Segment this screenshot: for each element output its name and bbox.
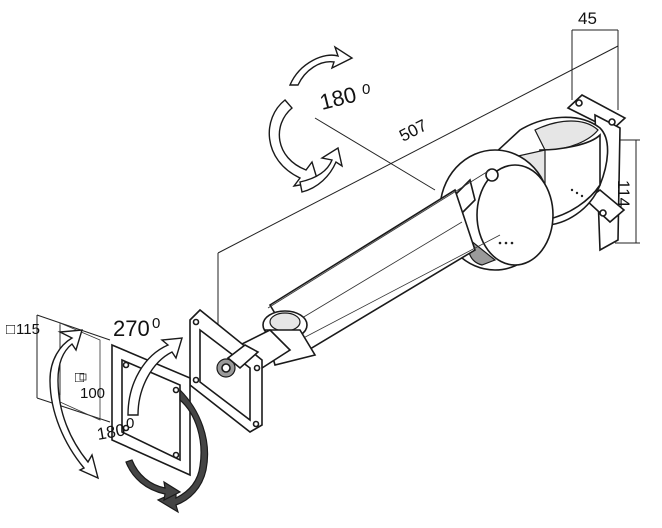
vesa-outer-label: 115 — [16, 321, 40, 338]
rotation-arrow-icon — [49, 45, 354, 514]
arm-rotation-label: 180 — [317, 82, 359, 115]
vesa-inner-label: 100 — [80, 385, 105, 402]
plate-rotation-unit: 0 — [126, 415, 134, 432]
plate-rotation-label: 180 — [95, 420, 126, 444]
vesa-adapter-plate — [189, 308, 263, 433]
tilt-rotation-unit: 0 — [152, 315, 160, 332]
tilt-rotation-label: 270 — [113, 316, 150, 341]
depth-label: 45 — [578, 9, 597, 28]
arm-length-label: 507 — [396, 116, 430, 146]
vesa-inner-symbol: □ — [75, 369, 84, 386]
forearm — [238, 169, 501, 370]
vesa-outer-symbol: □ — [6, 321, 15, 338]
height-label: 114 — [614, 180, 633, 207]
arm-rotation-unit: 0 — [362, 81, 370, 98]
